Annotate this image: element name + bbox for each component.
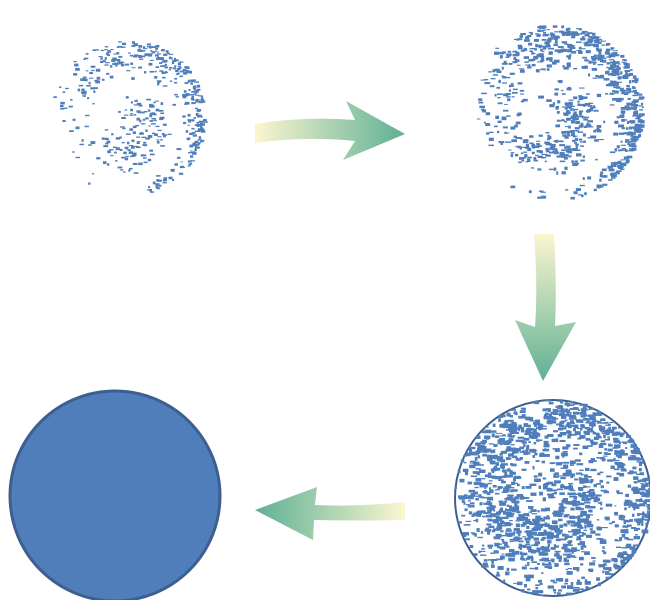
stage-2-swirl-circle <box>477 25 645 199</box>
arrow-left <box>255 487 405 540</box>
stage-1-swirl-circle <box>53 41 207 193</box>
stage-3-swirl-circle <box>455 400 650 596</box>
arrow-down <box>515 234 576 381</box>
stage-4-solid-circle <box>10 391 220 600</box>
arrow-right <box>255 101 405 160</box>
